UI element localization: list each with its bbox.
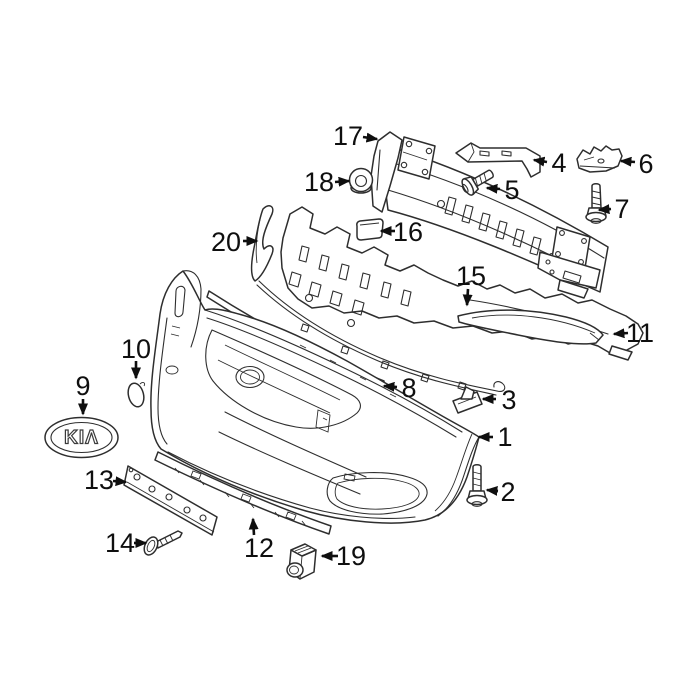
- callout-18[interactable]: 18: [304, 167, 351, 197]
- callout-arrow-15: [462, 288, 473, 307]
- part-side-seal: [250, 205, 274, 282]
- callout-number-15[interactable]: 15: [456, 261, 486, 291]
- part-pad: [356, 218, 384, 241]
- part-bolt-7: [585, 183, 607, 224]
- part-bumper-cover: [150, 270, 480, 524]
- callout-4[interactable]: 4: [532, 148, 567, 178]
- callout-number-19[interactable]: 19: [336, 541, 366, 571]
- callout-7[interactable]: 7: [597, 194, 630, 224]
- callout-11[interactable]: 11: [612, 318, 654, 348]
- callout-arrow-6: [619, 156, 636, 167]
- callout-arrow-17: [362, 132, 379, 143]
- callout-13[interactable]: 13: [84, 465, 128, 495]
- callout-number-10[interactable]: 10: [121, 334, 151, 364]
- callout-number-17[interactable]: 17: [333, 121, 363, 151]
- callout-number-7[interactable]: 7: [614, 194, 629, 224]
- part-grommet: [127, 382, 146, 408]
- part-fog-cover: [457, 309, 604, 345]
- part-lower-strip: [154, 451, 332, 535]
- part-bolt-5: [461, 169, 494, 196]
- callout-arrow-8: [382, 381, 398, 392]
- callout-number-3[interactable]: 3: [501, 385, 516, 415]
- callout-number-1[interactable]: 1: [497, 422, 512, 452]
- part-reinforcement-bar: [370, 131, 609, 299]
- callout-number-14[interactable]: 14: [105, 528, 135, 558]
- callout-number-9[interactable]: 9: [75, 371, 90, 401]
- kia-emblem-text: KIΛ: [64, 428, 99, 449]
- callout-15[interactable]: 15: [456, 261, 486, 307]
- part-kia-emblem: KIΛ: [44, 416, 119, 459]
- callout-9[interactable]: 9: [75, 371, 91, 416]
- callout-number-8[interactable]: 8: [401, 373, 416, 403]
- callout-arrow-18: [334, 176, 351, 187]
- callout-19[interactable]: 19: [320, 541, 366, 571]
- part-grille-seal-strip: [256, 280, 506, 396]
- part-clip: [452, 386, 483, 414]
- callout-10[interactable]: 10: [121, 334, 151, 380]
- callout-arrow-11: [612, 328, 629, 339]
- part-small-bracket: [576, 145, 623, 173]
- callout-arrow-7: [597, 204, 612, 215]
- callout-14[interactable]: 14: [105, 528, 148, 558]
- callout-arrow-13: [112, 476, 128, 487]
- callout-number-6[interactable]: 6: [638, 149, 653, 179]
- callout-1[interactable]: 1: [477, 422, 513, 452]
- callout-number-18[interactable]: 18: [304, 167, 334, 197]
- callout-6[interactable]: 6: [619, 149, 654, 179]
- part-flange-nut: [348, 167, 374, 194]
- callout-number-2[interactable]: 2: [500, 477, 515, 507]
- callout-number-12[interactable]: 12: [244, 533, 274, 563]
- callout-arrow-12: [248, 517, 259, 536]
- callout-arrow-4: [532, 156, 548, 167]
- callout-3[interactable]: 3: [481, 385, 517, 415]
- callout-number-13[interactable]: 13: [84, 465, 114, 495]
- callout-16[interactable]: 16: [379, 217, 423, 247]
- callout-number-20[interactable]: 20: [211, 227, 241, 257]
- part-bolt-2: [466, 464, 488, 507]
- callout-arrow-2: [485, 485, 499, 496]
- part-side-bracket: [455, 142, 541, 178]
- callout-5[interactable]: 5: [485, 175, 520, 205]
- callout-number-16[interactable]: 16: [393, 217, 423, 247]
- callout-8[interactable]: 8: [382, 373, 417, 403]
- callout-number-5[interactable]: 5: [504, 175, 519, 205]
- callout-number-4[interactable]: 4: [551, 148, 566, 178]
- callout-17[interactable]: 17: [333, 121, 379, 151]
- callout-arrow-5: [485, 183, 501, 194]
- callout-20[interactable]: 20: [211, 227, 259, 257]
- callout-12[interactable]: 12: [244, 517, 274, 563]
- part-screw: [143, 530, 183, 556]
- part-sensor-bracket: [286, 543, 317, 580]
- callout-2[interactable]: 2: [485, 477, 516, 507]
- callout-number-11[interactable]: 11: [626, 318, 654, 348]
